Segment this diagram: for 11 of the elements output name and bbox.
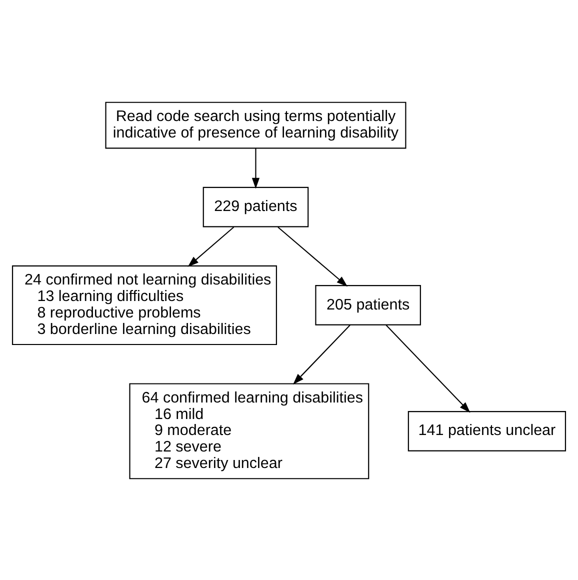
arrow (386, 324, 470, 412)
arrow (278, 226, 348, 286)
arrow (252, 148, 260, 188)
node-box: Read code search using terms potentially indicative of presence of learning disability (105, 101, 406, 148)
node-box: 205 patients (315, 284, 421, 325)
node-box: 229 patients (202, 186, 309, 227)
arrow (293, 324, 350, 384)
node-box: 141 patients unclear (408, 410, 566, 451)
node-box: 64 confirmed learning disabilities 16 mild 9 moderate 12 severe 27 severity unclear (129, 382, 370, 479)
arrow (188, 226, 234, 266)
node-box: 24 confirmed not learning disabilities 13 learning difficulties 8 reproductive problems 3 borderline learning disabilities (12, 264, 277, 345)
